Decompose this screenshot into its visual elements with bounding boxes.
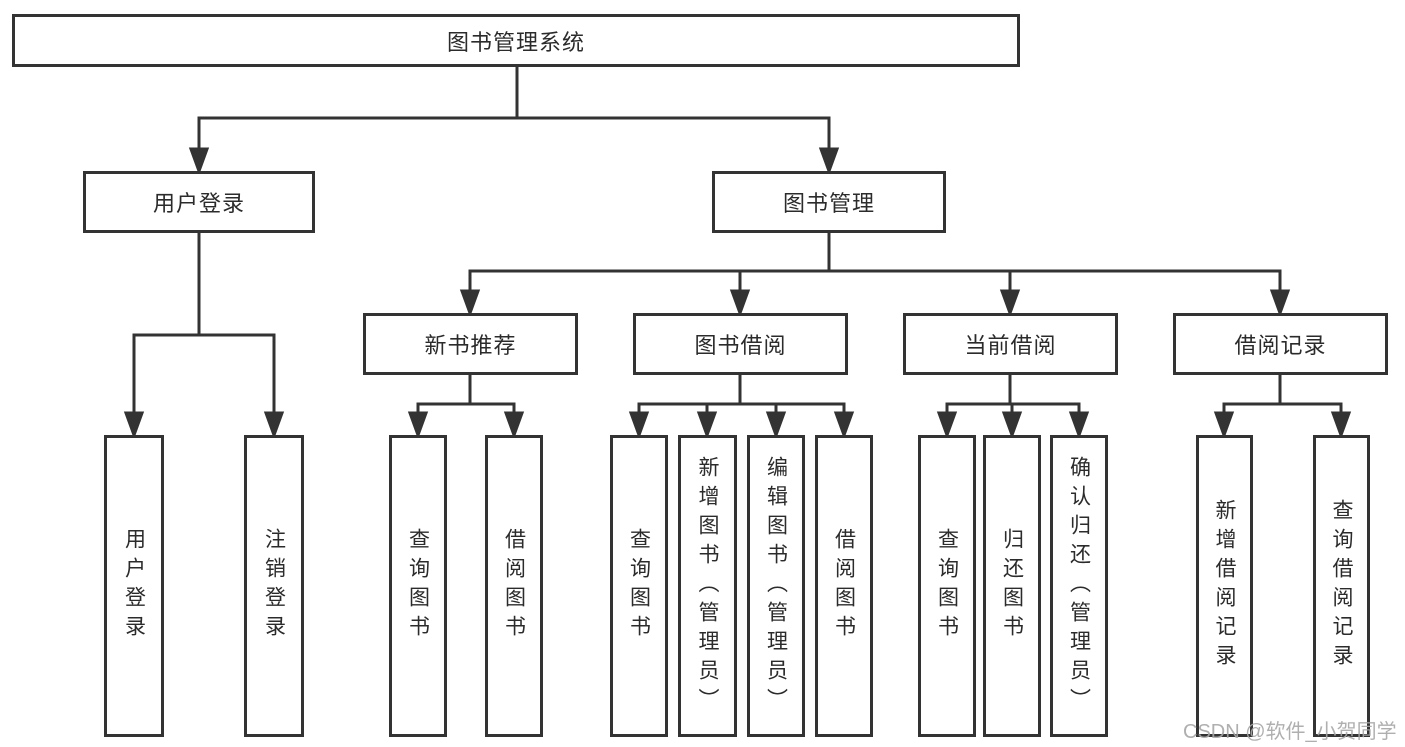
leaf-label: 查询借阅记录 [1330,499,1353,673]
leaf-add-borrow-record: 新增借阅记录 [1196,435,1253,737]
leaf-label: 查询图书 [406,528,430,644]
leaf-label: 确认归还（管理员） [1067,455,1091,717]
leaf-edit-book-admin: 编辑图书（管理员） [747,435,805,737]
leaf-query-books: 查询图书 [918,435,976,737]
node-library-system: 图书管理系统 [12,14,1020,67]
node-book-management: 图书管理 [712,171,946,233]
node-current-borrow: 当前借阅 [903,313,1118,375]
leaf-confirm-return-admin: 确认归还（管理员） [1050,435,1108,737]
leaf-user-login: 用户登录 [104,435,164,737]
node-new-book-recommend: 新书推荐 [363,313,578,375]
leaf-label: 用户登录 [122,528,146,644]
leaf-query-books: 查询图书 [389,435,447,737]
leaf-borrow-books: 借阅图书 [485,435,543,737]
leaf-label: 查询图书 [935,528,959,644]
node-book-borrow: 图书借阅 [633,313,848,375]
leaf-query-books: 查询图书 [610,435,668,737]
leaf-label: 查询图书 [627,528,651,644]
node-borrow-records: 借阅记录 [1173,313,1388,375]
leaf-return-book: 归还图书 [983,435,1041,737]
leaf-label: 借阅图书 [502,528,526,644]
leaf-query-borrow-record: 查询借阅记录 [1313,435,1370,737]
leaf-borrow-books: 借阅图书 [815,435,873,737]
node-user-login: 用户登录 [83,171,315,233]
leaf-label: 注销登录 [262,528,286,644]
leaf-label: 编辑图书（管理员） [764,455,788,717]
csdn-watermark: CSDN @软件_小贺同学 [1183,721,1397,743]
leaf-label: 借阅图书 [832,528,856,644]
leaf-add-book-admin: 新增图书（管理员） [678,435,737,737]
leaf-label: 新增借阅记录 [1213,499,1236,673]
leaf-label: 归还图书 [1000,528,1024,644]
leaf-logout: 注销登录 [244,435,304,737]
leaf-label: 新增图书（管理员） [696,455,719,717]
